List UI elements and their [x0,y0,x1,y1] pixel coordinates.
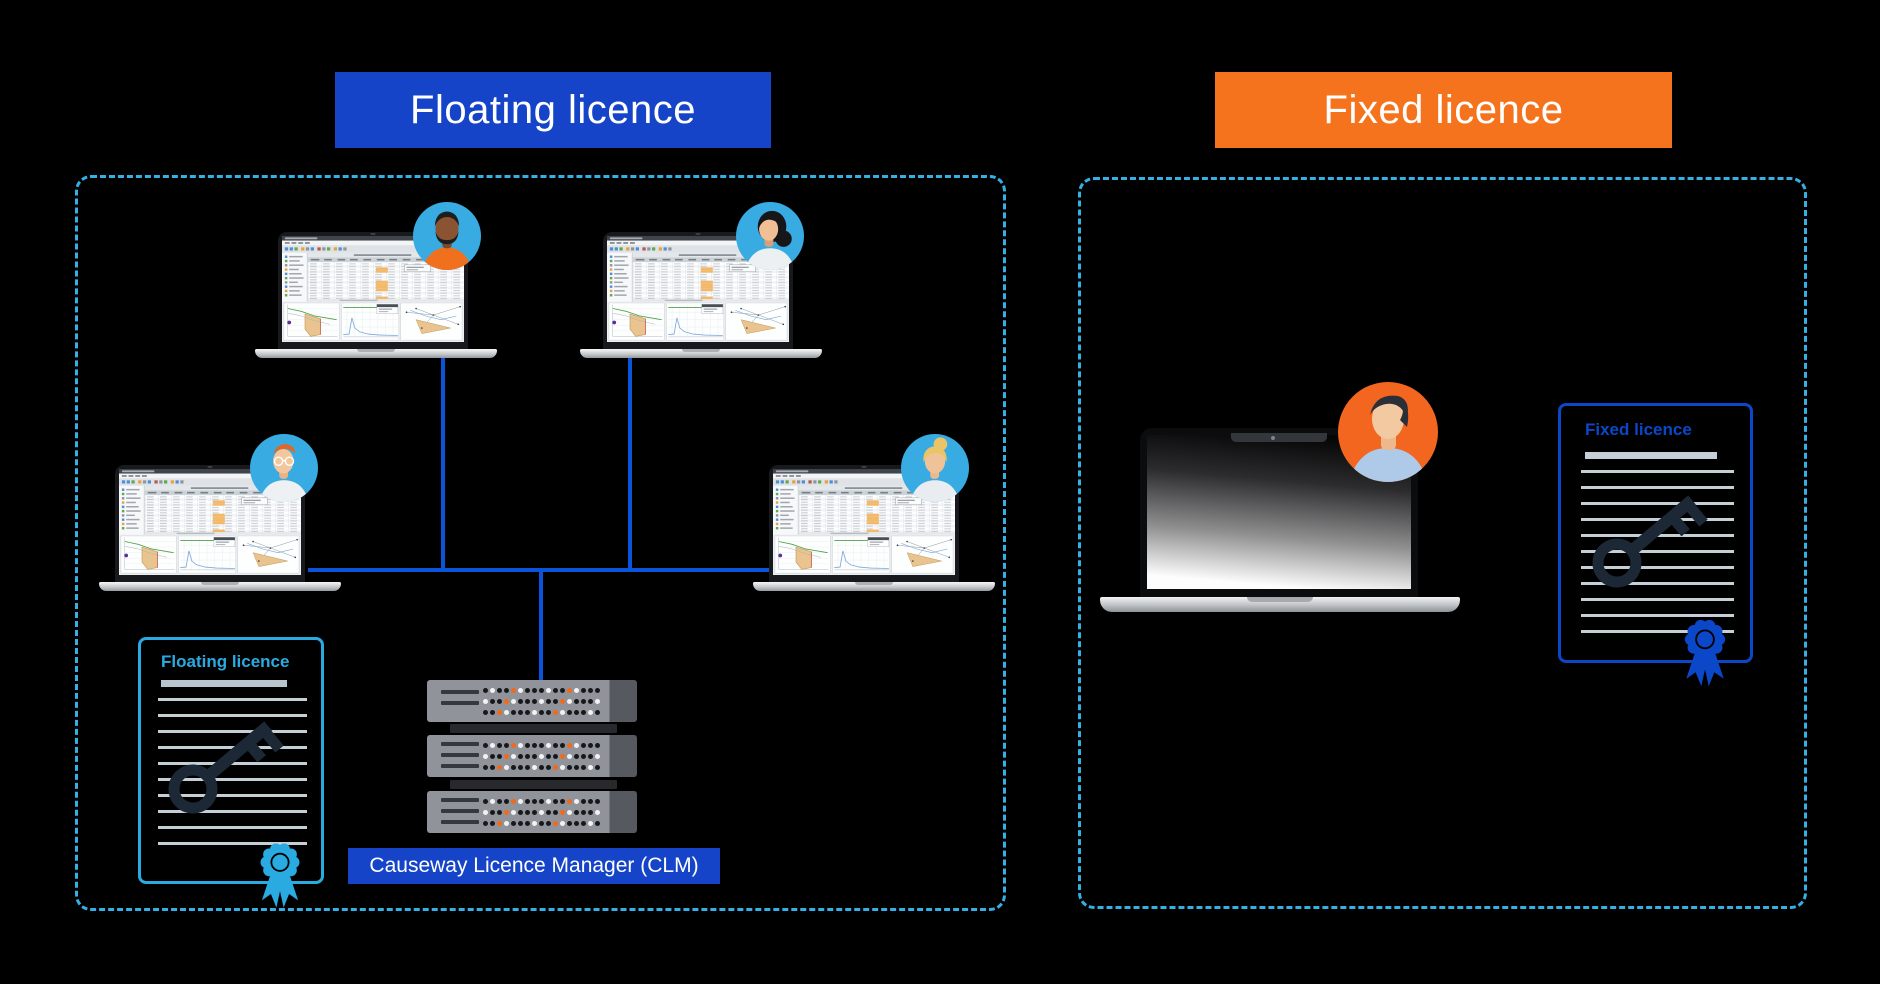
user-avatar-woman-blonde [901,434,969,502]
network-connector-line [308,568,773,572]
clm-server-unit [427,735,637,777]
server-led-grid-icon [483,799,600,826]
certificate-title: Fixed licence [1585,420,1692,439]
fixed-licence-banner: Fixed licence [1215,72,1672,148]
avatar-illustration [250,434,318,502]
user-avatar-man-red-hair-glasses [250,434,318,502]
clm-server-label: Causeway Licence Manager (CLM) [348,848,720,884]
network-connector-line [539,572,543,680]
user-avatar-man-dark-hair-orange [1338,382,1438,482]
clm-server-unit [427,791,637,833]
clm-server-unit [427,680,637,722]
server-vent-bars-icon [441,690,479,712]
certificate-text-bar [161,680,287,687]
laptop-base [580,349,822,358]
licence-key-icon [1577,458,1727,608]
laptop-base [255,349,497,358]
laptop-base [1100,597,1460,612]
avatar-illustration [901,434,969,502]
certificate-title: Floating licence [161,652,290,671]
certificate-text-bar [1585,452,1717,459]
server-vent-bars-icon [441,798,479,831]
server-led-grid-icon [483,688,600,715]
webcam-icon [1231,433,1327,442]
floating-licence-certificate: Floating licence [138,637,324,884]
licence-key-icon [153,684,303,834]
avatar-illustration [736,202,804,270]
award-rosette-icon [251,835,309,915]
network-connector-line [628,357,632,572]
fixed-licence-certificate: Fixed licence [1558,403,1753,663]
avatar-illustration [413,202,481,270]
server-led-grid-icon [483,743,600,770]
server-vent-bars-icon [441,742,479,775]
floating-licence-banner: Floating licence [335,72,771,148]
laptop-base [753,582,995,591]
user-avatar-woman-dark-hair [736,202,804,270]
floating-licence-group-outline [75,175,1006,911]
avatar-illustration [1338,382,1438,482]
user-avatar-man-dark-skin [413,202,481,270]
laptop-base [99,582,341,591]
server-rack-rail [450,724,617,733]
fixed-licence-group-outline [1078,177,1807,909]
server-rack-rail [450,780,617,789]
network-connector-line [441,357,445,572]
fixed-licence-laptop-screen [1140,428,1418,599]
award-rosette-icon [1675,611,1735,694]
